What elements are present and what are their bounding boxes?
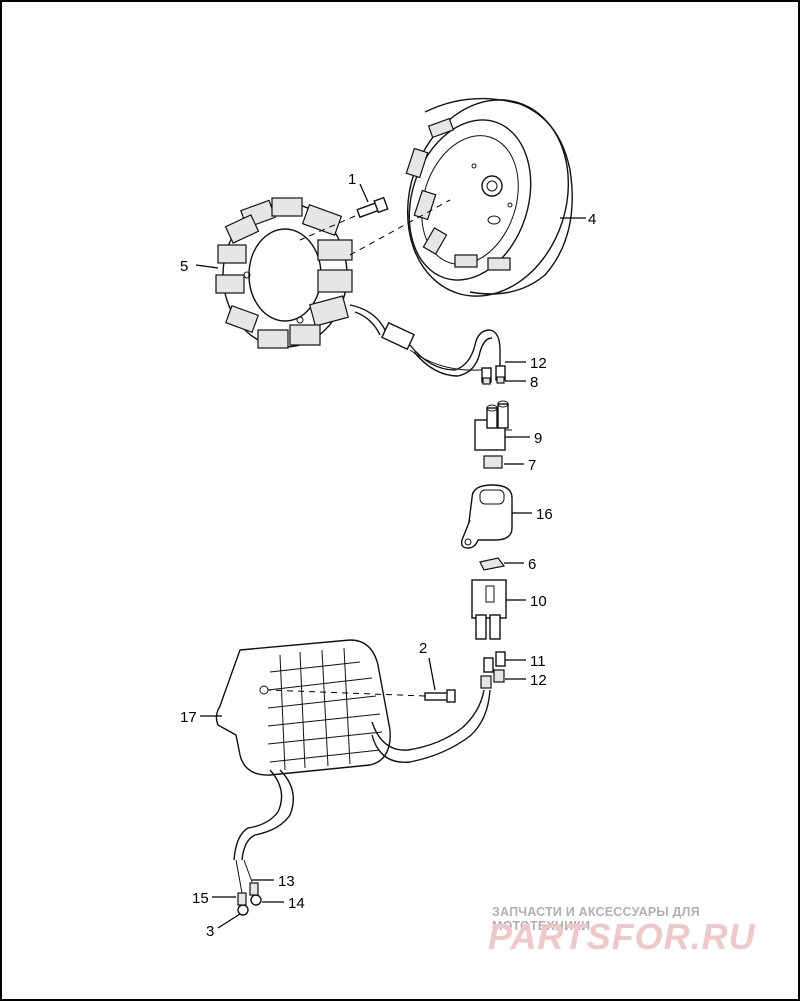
callout-13: 13 bbox=[278, 873, 295, 890]
stator-harness bbox=[349, 304, 501, 377]
voltage-regulator-part bbox=[215, 639, 491, 916]
callout-16: 16 bbox=[536, 506, 553, 523]
watermark-logo: PARTSFOR.RU bbox=[488, 916, 756, 957]
stator-part bbox=[215, 197, 353, 349]
callout-15: 15 bbox=[192, 890, 209, 907]
callout-14: 14 bbox=[288, 895, 305, 912]
screw-1-part bbox=[356, 196, 389, 219]
watermark-tagline: ЗАПЧАСТИ И АКСЕССУАРЫ ДЛЯ МОТОТЕХНИКИ bbox=[492, 905, 700, 933]
terminal-11-12-part bbox=[480, 651, 506, 689]
callout-6: 6 bbox=[528, 556, 536, 573]
lock-7-part bbox=[483, 455, 503, 469]
screw-2-part bbox=[424, 689, 456, 703]
callout-1: 1 bbox=[348, 171, 356, 188]
callout-12-bottom: 12 bbox=[530, 672, 547, 689]
lock-6-part bbox=[479, 557, 506, 571]
callout-12-top: 12 bbox=[530, 355, 547, 372]
cover-16-part bbox=[460, 484, 513, 549]
callout-2: 2 bbox=[419, 640, 427, 657]
terminal-8-12-part bbox=[481, 365, 506, 385]
connector-10-part bbox=[471, 579, 507, 640]
connector-9-part bbox=[474, 400, 512, 451]
rotor-axis-line bbox=[349, 199, 451, 256]
callout-11: 11 bbox=[530, 653, 546, 670]
callout-leaders bbox=[195, 183, 586, 929]
callout-8: 8 bbox=[530, 374, 538, 391]
callout-9: 9 bbox=[534, 430, 542, 447]
callout-5: 5 bbox=[180, 258, 188, 275]
callout-17: 17 bbox=[180, 709, 197, 726]
callout-7: 7 bbox=[528, 457, 536, 474]
callout-3: 3 bbox=[206, 923, 214, 940]
callout-10: 10 bbox=[530, 593, 547, 610]
screw-2-axis-line bbox=[267, 689, 426, 697]
callout-4: 4 bbox=[588, 211, 596, 228]
rotor-part bbox=[405, 97, 573, 297]
